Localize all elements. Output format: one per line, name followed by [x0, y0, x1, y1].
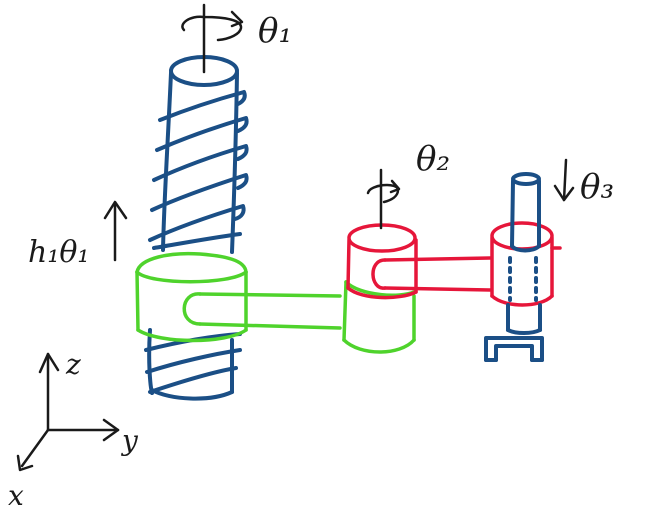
link1-arm	[135, 251, 416, 354]
joint1-screw-column	[144, 55, 249, 401]
joint3-shaft	[506, 172, 542, 335]
h-theta1-up-arrow	[103, 200, 128, 262]
theta3-label: θ₃	[580, 167, 614, 207]
axis-y-label: y	[120, 424, 139, 457]
theta2-label: θ₂	[416, 139, 450, 179]
axis-z-label: z	[65, 348, 81, 381]
theta2-rotation-indicator	[366, 168, 401, 230]
theta3-translation-arrow	[553, 158, 575, 202]
gripper	[484, 336, 544, 362]
coordinate-frame	[16, 352, 120, 472]
h-theta1-label: h₁θ₁	[28, 235, 89, 270]
theta1-label: θ₁	[258, 11, 292, 51]
theta1-rotation-indicator	[181, 3, 244, 74]
axis-x-label: x	[8, 479, 24, 512]
link2-arm	[346, 221, 562, 307]
